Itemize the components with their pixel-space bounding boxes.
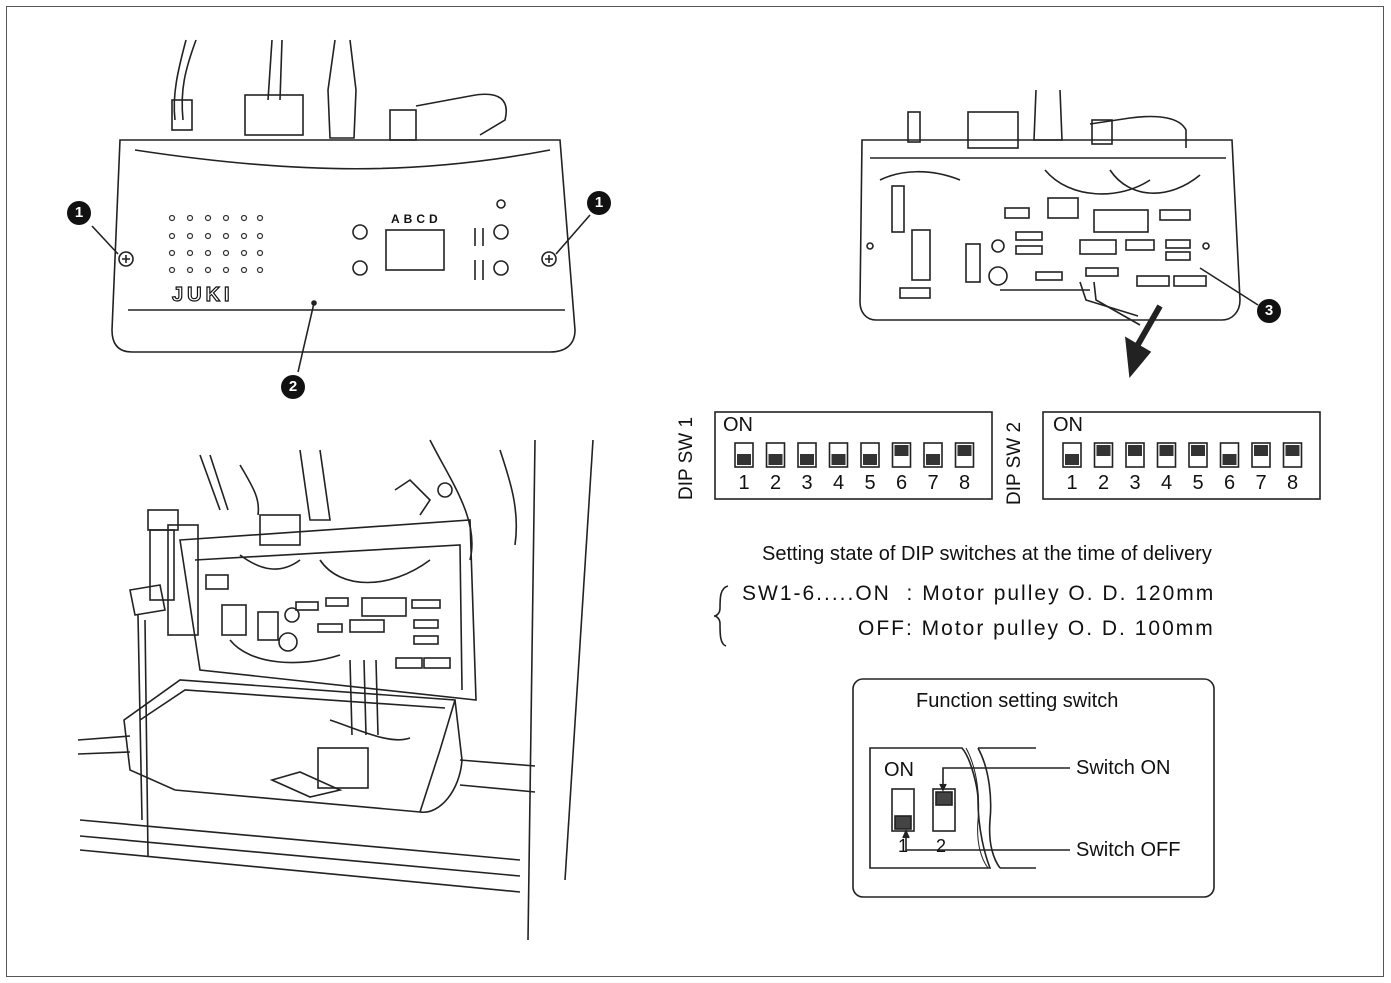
dip-sw2-switch-1 [1062,442,1082,468]
dip-sw1-switch-knob-4 [831,454,846,465]
dip-sw1-switch-6 [891,442,912,468]
dip-sw1-number-4: 4 [832,472,845,494]
dip-sw1-number-8: 8 [958,472,971,494]
function-switch-box [852,678,1215,898]
dip-sw2-number-2: 2 [1097,472,1110,494]
dip-sw1-switch-8 [954,442,975,468]
dip-sw1-number-3: 3 [801,472,813,494]
switch-off-label: Switch OFF [1076,839,1181,861]
dip-sw1-number-6: 6 [895,472,908,494]
dip-sw2-number-8: 8 [1286,472,1299,494]
dip-sw2-switch-knob-3 [1128,445,1142,456]
dip-sw2-switch-4 [1156,442,1177,468]
control-box-front [91,39,591,373]
control-box-inside [859,89,1259,378]
control-box-installed [77,439,594,941]
dip-sw2-switch-8 [1282,442,1303,468]
dip-sw1-label: DIP SW 1 [676,416,697,500]
dip-sw1-block [714,411,993,500]
callout-screw-right: 1 [587,191,611,215]
dip-sw1-switch-2 [765,442,786,468]
juki-logo: JUKI [171,283,234,306]
dip-sw1-switch-knob-1 [737,454,751,465]
page-frame [6,6,1384,977]
callout-screw-left: 1 [67,201,91,225]
brace [713,585,729,647]
dip-sw2-switch-3 [1125,442,1145,468]
dip-sw1-switch-knob-8 [957,445,972,456]
dip-sw1-on-label: ON [723,414,753,436]
dip-sw2-number-3: 3 [1129,472,1141,494]
dip-sw2-switch-knob-1 [1065,454,1079,465]
callout-cover-screw: 2 [281,375,305,399]
dip-sw2-number-6: 6 [1223,472,1236,494]
dip-sw1-switch-knob-2 [768,454,783,465]
dip-sw2-number-7: 7 [1255,472,1267,494]
dip-sw2-block [1042,411,1321,500]
dip-sw1-number-5: 5 [864,472,876,494]
dip-sw1-number-2: 2 [769,472,782,494]
switch-on-label: Switch ON [1076,757,1171,779]
dip-sw1-switch-7 [923,442,943,468]
function-switch-on-label: ON [884,759,914,781]
dip-sw1-switch-knob-6 [894,445,909,456]
display-letters: ABCD [391,212,442,226]
delivery-caption: Setting state of DIP switches at the tim… [762,543,1212,565]
dip-sw2-switch-knob-7 [1254,445,1268,456]
dip-sw2-switch-knob-8 [1285,445,1300,456]
dip-sw2-switch-knob-5 [1191,445,1205,456]
dip-sw1-switch-3 [797,442,817,468]
function-switch-title: Function setting switch [916,690,1119,712]
dip-sw1-number-1: 1 [738,472,750,494]
dip-sw2-switch-knob-6 [1222,454,1237,465]
delivery-line-off: OFF: Motor pulley O. D. 100mm [858,617,1215,640]
dip-sw2-switch-6 [1219,442,1240,468]
dip-sw2-switch-5 [1188,442,1208,468]
dip-sw1-switch-1 [734,442,754,468]
function-switch-num-2: 2 [936,836,947,856]
dip-sw2-switch-knob-2 [1096,445,1111,456]
dip-sw1-switch-5 [860,442,880,468]
dip-sw2-number-5: 5 [1192,472,1204,494]
delivery-line-on: SW1-6.....ON : Motor pulley O. D. 120mm [742,582,1216,605]
callout-dip-location: 3 [1257,299,1281,323]
dip-sw1-switch-knob-7 [926,454,940,465]
dip-sw2-on-label: ON [1053,414,1083,436]
dip-sw2-label: DIP SW 2 [1004,421,1025,505]
dip-sw2-switch-knob-4 [1159,445,1174,456]
dip-sw2-switch-7 [1251,442,1271,468]
dip-sw2-number-4: 4 [1160,472,1173,494]
dip-sw2-switches [1062,442,1303,468]
dip-sw1-switches [734,442,975,468]
dip-sw2-switch-2 [1093,442,1114,468]
function-switch-num-1: 1 [898,836,909,856]
dip-sw1-switch-knob-3 [800,454,814,465]
dip-sw1-switch-4 [828,442,849,468]
dip-sw1-number-7: 7 [927,472,939,494]
dip-sw2-number-1: 1 [1066,472,1078,494]
dip-sw1-switch-knob-5 [863,454,877,465]
